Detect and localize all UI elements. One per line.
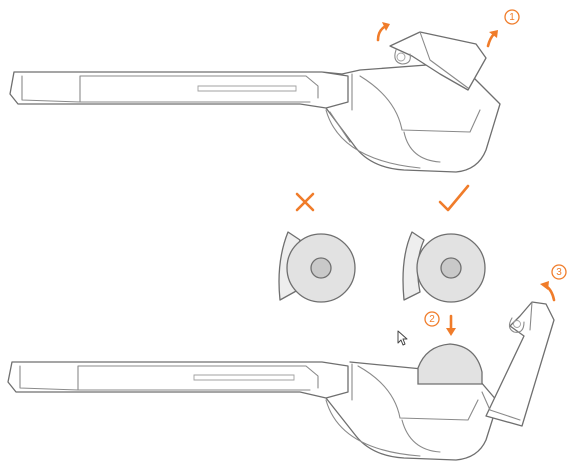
step-2-circle [424,311,440,327]
bottom-device-cover-hinge [508,301,533,333]
step-1-badge: 1 [504,9,520,25]
mouse-cursor-icon [397,330,408,346]
bottom-device-body [7,361,499,461]
roll-wrong-orientation [278,192,356,303]
bottom-device-cover [485,301,555,427]
step-1-right-arrow-head [489,30,498,38]
step-3-number: 3 [556,267,562,278]
cross-icon [295,192,315,212]
top-device [9,31,501,173]
roll-correct-paper-tail [402,231,425,301]
top-device-bottom-curve [325,109,421,169]
step-3-badge: 3 [551,264,567,280]
step-1-circle [504,9,520,25]
step-2-number: 2 [429,314,435,325]
top-device-body [9,63,501,173]
step-1-left-arrow-head [382,22,390,31]
step-1-right-arrow [486,32,496,48]
step-2-down-arrow-head [446,328,456,336]
check-icon [438,184,470,212]
top-device-cover [389,31,487,91]
bottom-device-head-detail [351,363,479,453]
bottom-device-slot [193,374,295,381]
bottom-device-hinge-pin [513,320,521,328]
top-device-handle-inner [21,75,319,103]
top-device-slot [197,85,297,92]
bottom-device-handle-inner [19,365,319,391]
bottom-device-paper-feed [481,391,521,421]
step-2-badge: 2 [424,311,440,327]
roll-correct-orientation [402,184,486,303]
step-1-number: 1 [509,12,515,23]
roll-wrong-core [310,257,332,279]
step-3-circle [551,264,567,280]
bottom-device-inserted-roll [417,343,483,385]
top-device-hinge-pin [396,52,406,62]
roll-correct-core [440,257,462,279]
bottom-device [7,301,555,461]
bottom-device-bottom-curve [325,399,421,457]
step-3-arrow-head [540,281,549,290]
top-device-head-detail [329,73,481,163]
top-device-cover-hinge [394,31,469,89]
